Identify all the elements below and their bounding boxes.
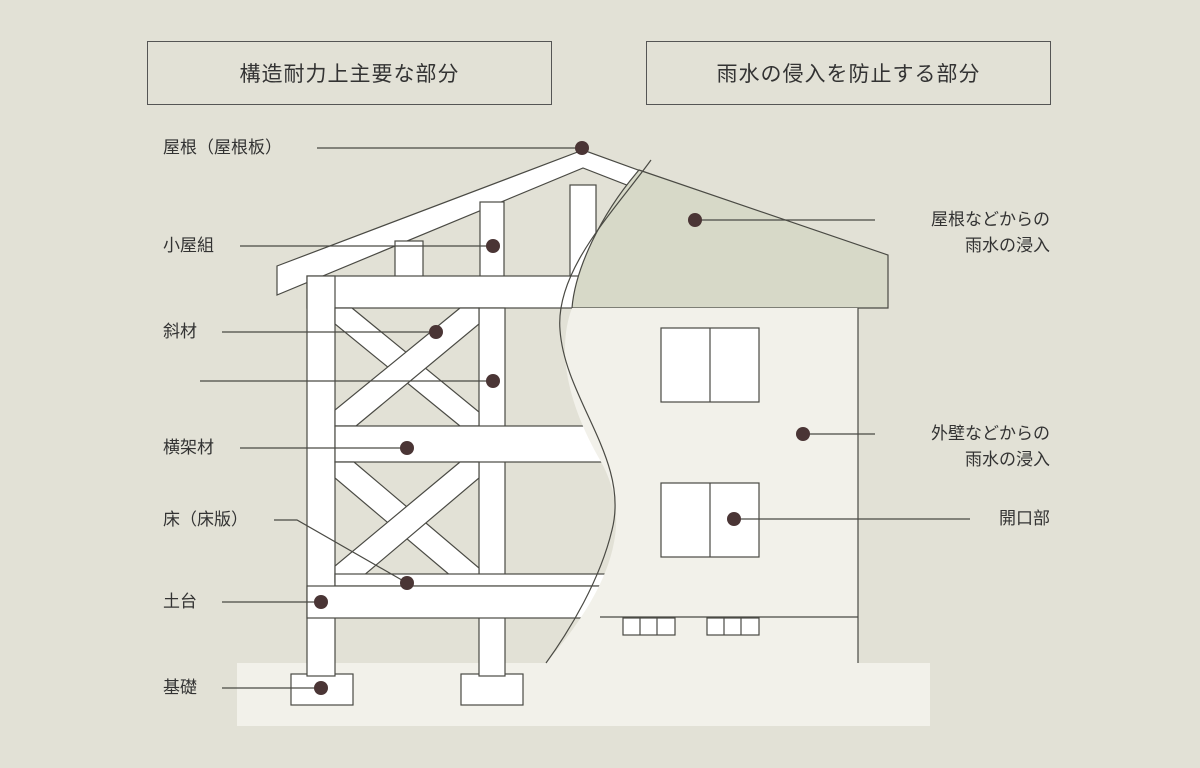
label-floor: 床（床版）	[163, 510, 248, 530]
structural-parts-header: 構造耐力上主要な部分	[147, 41, 552, 105]
label-wall-rain-line1: 外壁などからの	[931, 424, 1050, 444]
shazai-dot	[429, 325, 443, 339]
roof-rain-dot	[688, 213, 702, 227]
foundation-right	[460, 673, 524, 706]
column-dot	[486, 374, 500, 388]
roof-covering	[571, 169, 889, 309]
yokokazai-dot	[400, 441, 414, 455]
dodai-dot	[314, 595, 328, 609]
label-koyagumi: 小屋組	[163, 236, 214, 256]
label-roof-rain: 屋根などからの 雨水の浸入	[870, 207, 1050, 259]
label-yokokazai: 横架材	[163, 438, 214, 458]
label-dodai: 土台	[163, 592, 197, 612]
label-opening: 開口部	[999, 509, 1050, 529]
label-roof-rain-line1: 屋根などからの	[931, 210, 1050, 230]
floor-plate	[334, 573, 606, 587]
column-middle	[478, 307, 506, 677]
kiso-dot	[314, 681, 328, 695]
label-shazai: 斜材	[163, 322, 197, 342]
koyagumi-dot	[486, 239, 500, 253]
floor-dot	[400, 576, 414, 590]
vent-right	[706, 617, 760, 636]
label-roof-rain-line2: 雨水の浸入	[965, 236, 1050, 256]
label-wall-rain: 外壁などからの 雨水の浸入	[870, 421, 1050, 473]
wall-rain-dot	[796, 427, 810, 441]
label-wall-rain-line2: 雨水の浸入	[965, 450, 1050, 470]
roof-dot	[575, 141, 589, 155]
opening-dot	[727, 512, 741, 526]
cut-line	[545, 159, 652, 664]
sill	[306, 585, 606, 619]
mid-beam	[334, 425, 606, 463]
vent-left	[622, 617, 676, 636]
rainwater-parts-header: 雨水の侵入を防止する部分	[646, 41, 1051, 105]
label-kiso: 基礎	[163, 678, 197, 698]
label-roof: 屋根（屋根板）	[163, 138, 282, 158]
